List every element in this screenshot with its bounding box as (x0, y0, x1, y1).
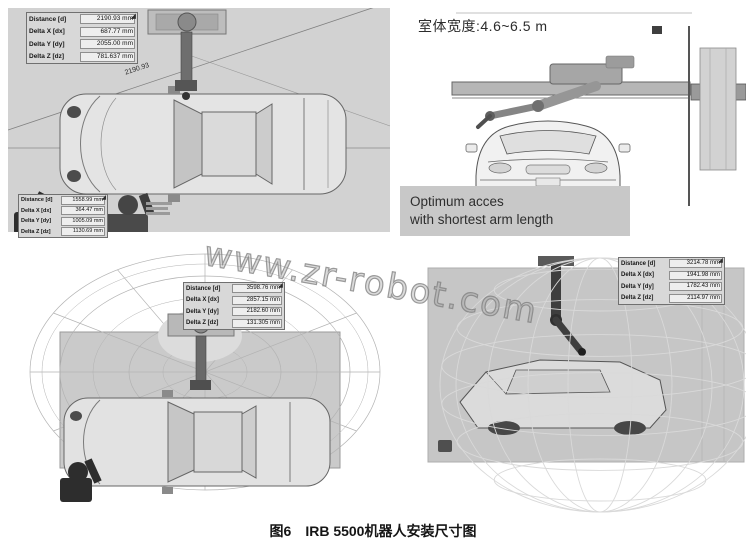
measure-row: Delta Z [dz] 1130.69 mm (19, 227, 107, 238)
side-mirror (168, 194, 180, 202)
reach-envelope-mesh (439, 257, 746, 513)
measure-value: 2055.00 mm (79, 39, 135, 50)
ruler-icon: ◢ (101, 195, 106, 201)
measure-row: Distance [d] 1558.99 mm (19, 195, 107, 206)
measure-value: 687.77 mm (79, 26, 135, 37)
ruler-icon: ◢ (130, 12, 137, 20)
side-mirror (618, 143, 631, 153)
measure-row: Delta Y [dy] 2182.60 mm (184, 306, 284, 318)
booth-width-label: 室体宽度:4.6~6.5 m (418, 18, 548, 34)
optimum-access-line2: with shortest arm length (410, 212, 554, 227)
measure-row: Delta X [dx] 1941.98 mm (619, 270, 724, 282)
headlight (488, 162, 512, 174)
measure-label: Delta X [dx] (29, 28, 65, 36)
measure-value: 1782.43 mm (669, 282, 722, 292)
rear-window (255, 103, 273, 185)
side-mirror (168, 86, 180, 94)
measure-value: 1130.69 mm (61, 227, 105, 237)
measure-label: Delta Z [dz] (186, 320, 219, 327)
mini-dimension-readout (146, 202, 172, 215)
measure-row: Delta Y [dy] 1782.43 mm (619, 281, 724, 293)
car-top-view (59, 86, 347, 202)
grille (525, 164, 571, 175)
measure-label: Delta Z [dz] (621, 295, 654, 302)
measure-label: Distance [d] (29, 15, 67, 23)
measure-label: Delta X [dx] (21, 207, 52, 214)
equipment-block (438, 440, 452, 452)
measure-row: Delta Y [dy] 2055.00 mm (27, 38, 137, 51)
measure-label: Delta Z [dz] (29, 53, 65, 61)
measure-label: Delta Y [dy] (621, 283, 654, 290)
panel-side-view: 室体宽度:4.6~6.5 m Optimum acces with shorte… (400, 8, 746, 236)
robot-silhouette (60, 458, 102, 502)
ruler-icon: ◢ (277, 282, 283, 289)
windshield (499, 130, 597, 155)
measure-row: Delta X [dx] 364.47 mm (19, 206, 107, 217)
measure-box-top-left-small: ◢ Distance [d] 1558.99 mm Delta X [dx] 3… (18, 194, 108, 238)
front-wheel-shadow (67, 106, 81, 118)
measure-label: Delta Y [dy] (29, 40, 65, 48)
rear-window (241, 405, 257, 479)
measure-row: Distance [d] 3598.76 mm (184, 283, 284, 295)
measure-row: Delta Z [dz] 2114.97 mm (619, 293, 724, 305)
reach-top-drawing (29, 253, 381, 502)
front-wheel-shadow (67, 170, 81, 182)
optimum-access-line1: Optimum acces (410, 194, 504, 209)
windshield (167, 401, 195, 483)
booth-wall-structure (652, 26, 746, 206)
measure-label: Delta Y [dy] (21, 218, 52, 225)
measure-value: 2857.15 mm (232, 295, 282, 305)
measure-row: Delta X [dx] 2857.15 mm (184, 295, 284, 307)
roof (193, 411, 243, 473)
figure-caption: 图6 IRB 5500机器人安装尺寸图 (269, 523, 477, 539)
measure-value: 3214.78 mm (669, 259, 722, 269)
optimum-access-callout: Optimum acces with shortest arm length (400, 186, 630, 236)
measure-label: Distance [d] (621, 260, 656, 267)
measure-value: 1558.99 mm (61, 195, 105, 205)
panel-reach-perspective (418, 250, 746, 520)
side-mirror (465, 143, 478, 153)
robot-silhouette (104, 192, 155, 232)
robot-carriage (549, 63, 623, 85)
measure-row: Delta Z [dz] 131.305 mm (184, 318, 284, 330)
measure-label: Delta X [dx] (186, 297, 220, 304)
measure-box-bottom-left: ◢ Distance [d] 3598.76 mm Delta X [dx] 2… (183, 282, 285, 330)
measure-value: 2182.60 mm (232, 307, 282, 317)
measure-label: Distance [d] (21, 197, 53, 204)
measure-row: Distance [d] 2190.93 mm (27, 13, 137, 26)
side-mirror (162, 487, 173, 494)
measure-leader-line (185, 53, 390, 127)
top-view-drawing (8, 8, 390, 232)
measure-row: Delta Z [dz] 781.637 mm (27, 51, 137, 64)
measure-value: 1005.09 mm (61, 216, 105, 226)
measure-box-top-left-main: ◢ Distance [d] 2190.93 mm Delta X [dx] 6… (26, 12, 138, 64)
headlight (584, 162, 608, 174)
license-plate (535, 177, 561, 187)
windshield (173, 99, 203, 189)
robot-top-view (147, 9, 227, 100)
robot-arm (476, 81, 601, 129)
measure-label: Distance [d] (186, 285, 221, 292)
roof (201, 111, 257, 177)
measure-value: 2190.93 mm (79, 14, 135, 25)
measure-row: Distance [d] 3214.78 mm (619, 258, 724, 270)
measure-label: Delta Y [dy] (186, 308, 219, 315)
measure-box-bottom-right: ◢ Distance [d] 3214.78 mm Delta X [dx] 1… (618, 257, 725, 305)
measure-value: 131.305 mm (232, 318, 282, 328)
side-mirror (162, 390, 173, 397)
ruler-icon: ◢ (717, 257, 723, 264)
roof (505, 369, 611, 395)
measure-label: Delta X [dx] (621, 272, 655, 279)
measure-row: Delta Y [dy] 1005.09 mm (19, 216, 107, 227)
measure-value: 364.47 mm (61, 206, 105, 216)
measure-value: 2114.97 mm (669, 293, 722, 303)
measure-value: 3598.76 mm (232, 284, 282, 294)
measure-value: 1941.98 mm (669, 270, 722, 280)
measure-row: Delta X [dx] 687.77 mm (27, 26, 137, 39)
car-top-view (63, 390, 331, 494)
measure-value: 781.637 mm (79, 51, 135, 62)
side-view-drawing (451, 12, 746, 206)
measure-label: Delta Z [dz] (21, 228, 51, 235)
